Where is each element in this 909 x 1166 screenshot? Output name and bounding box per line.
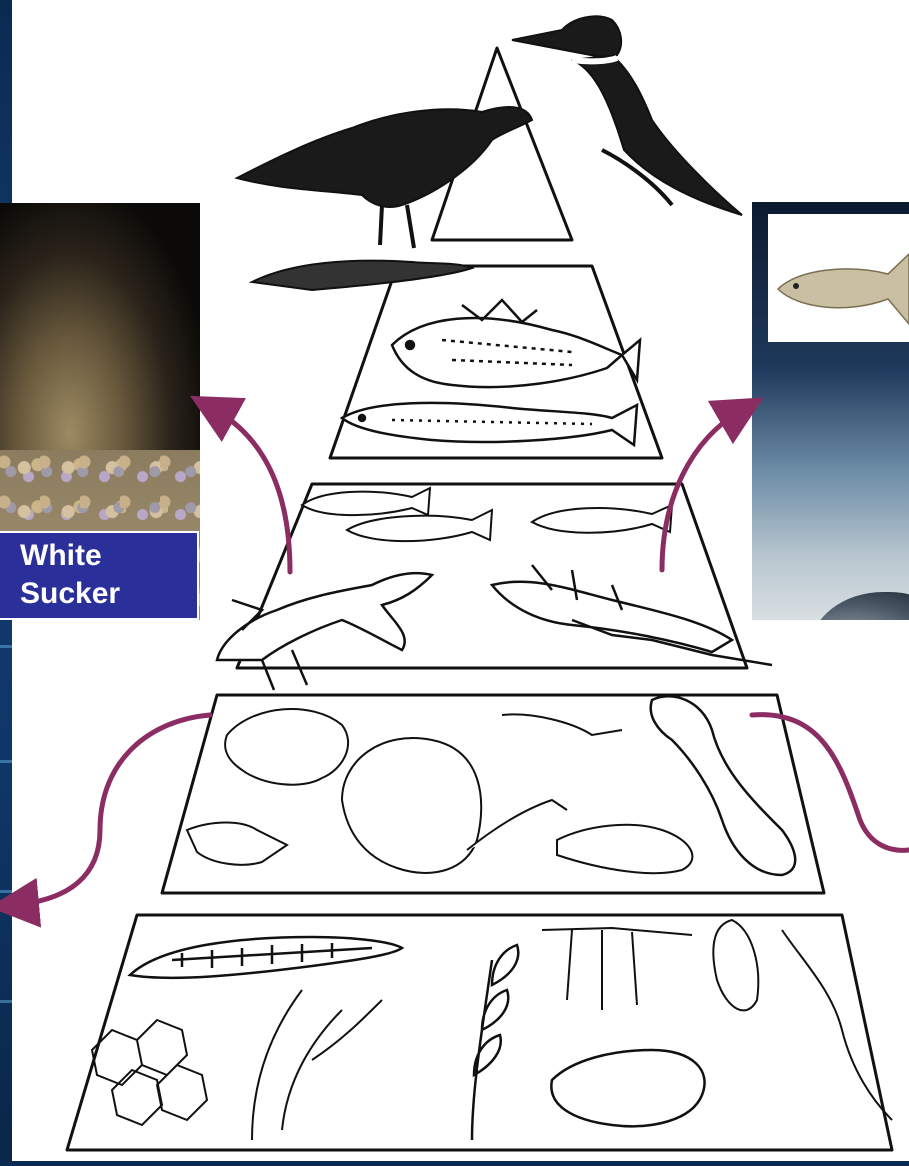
crayfish-icon xyxy=(217,573,432,690)
right-fish-photo xyxy=(752,202,909,620)
minnow-icon xyxy=(302,488,672,541)
inset-fish-illustration xyxy=(768,214,909,342)
zooplankton-icon xyxy=(187,709,692,873)
kingfisher-icon xyxy=(512,16,742,215)
diatom-icon xyxy=(130,937,402,978)
aquatic-plant-icon xyxy=(472,945,705,1140)
caption-line-2: Sucker xyxy=(20,575,197,613)
fish-illustration xyxy=(768,214,909,342)
stonefly-larva-icon xyxy=(492,565,772,665)
caption-line-1: White xyxy=(20,537,197,575)
osprey-icon xyxy=(237,107,532,290)
fish-photo-subject xyxy=(810,592,909,620)
white-sucker-caption: White Sucker xyxy=(0,531,199,620)
pike-icon xyxy=(342,403,637,445)
perch-icon xyxy=(392,300,640,387)
